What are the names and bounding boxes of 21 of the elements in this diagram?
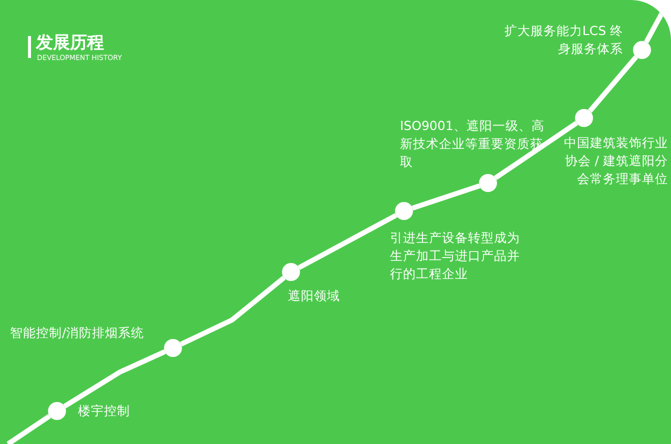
milestone-text: 扩大服务能力LCS 终身服务体系 xyxy=(503,22,623,58)
milestone-dot xyxy=(479,174,497,192)
milestone-text: 智能控制/消防排烟系统 xyxy=(10,324,146,342)
milestone-dot xyxy=(48,402,66,420)
milestone-text: 引进生产设备转型成为生产加工与进口产品并行的工程企业 xyxy=(390,229,521,283)
timeline-line xyxy=(63,349,166,408)
milestone-text: 遮阳领域 xyxy=(288,287,341,305)
timeline-line xyxy=(180,276,286,346)
timeline-line xyxy=(298,213,398,270)
milestone-dot xyxy=(282,263,300,281)
milestone-text: 楼宇控制 xyxy=(78,402,131,420)
timeline-line xyxy=(412,183,480,211)
timeline-line xyxy=(494,120,578,180)
title: 发展历程 xyxy=(36,33,104,53)
timeline-line xyxy=(6,414,51,444)
milestone-dot xyxy=(633,41,651,59)
milestone-text: 中国建筑装饰行业协会 / 建筑遮阳分会常务理事单位 xyxy=(563,134,668,188)
milestone-dot xyxy=(395,202,413,220)
timeline-line xyxy=(588,55,638,113)
milestone-dot xyxy=(575,109,593,127)
milestone-dot xyxy=(164,339,182,357)
